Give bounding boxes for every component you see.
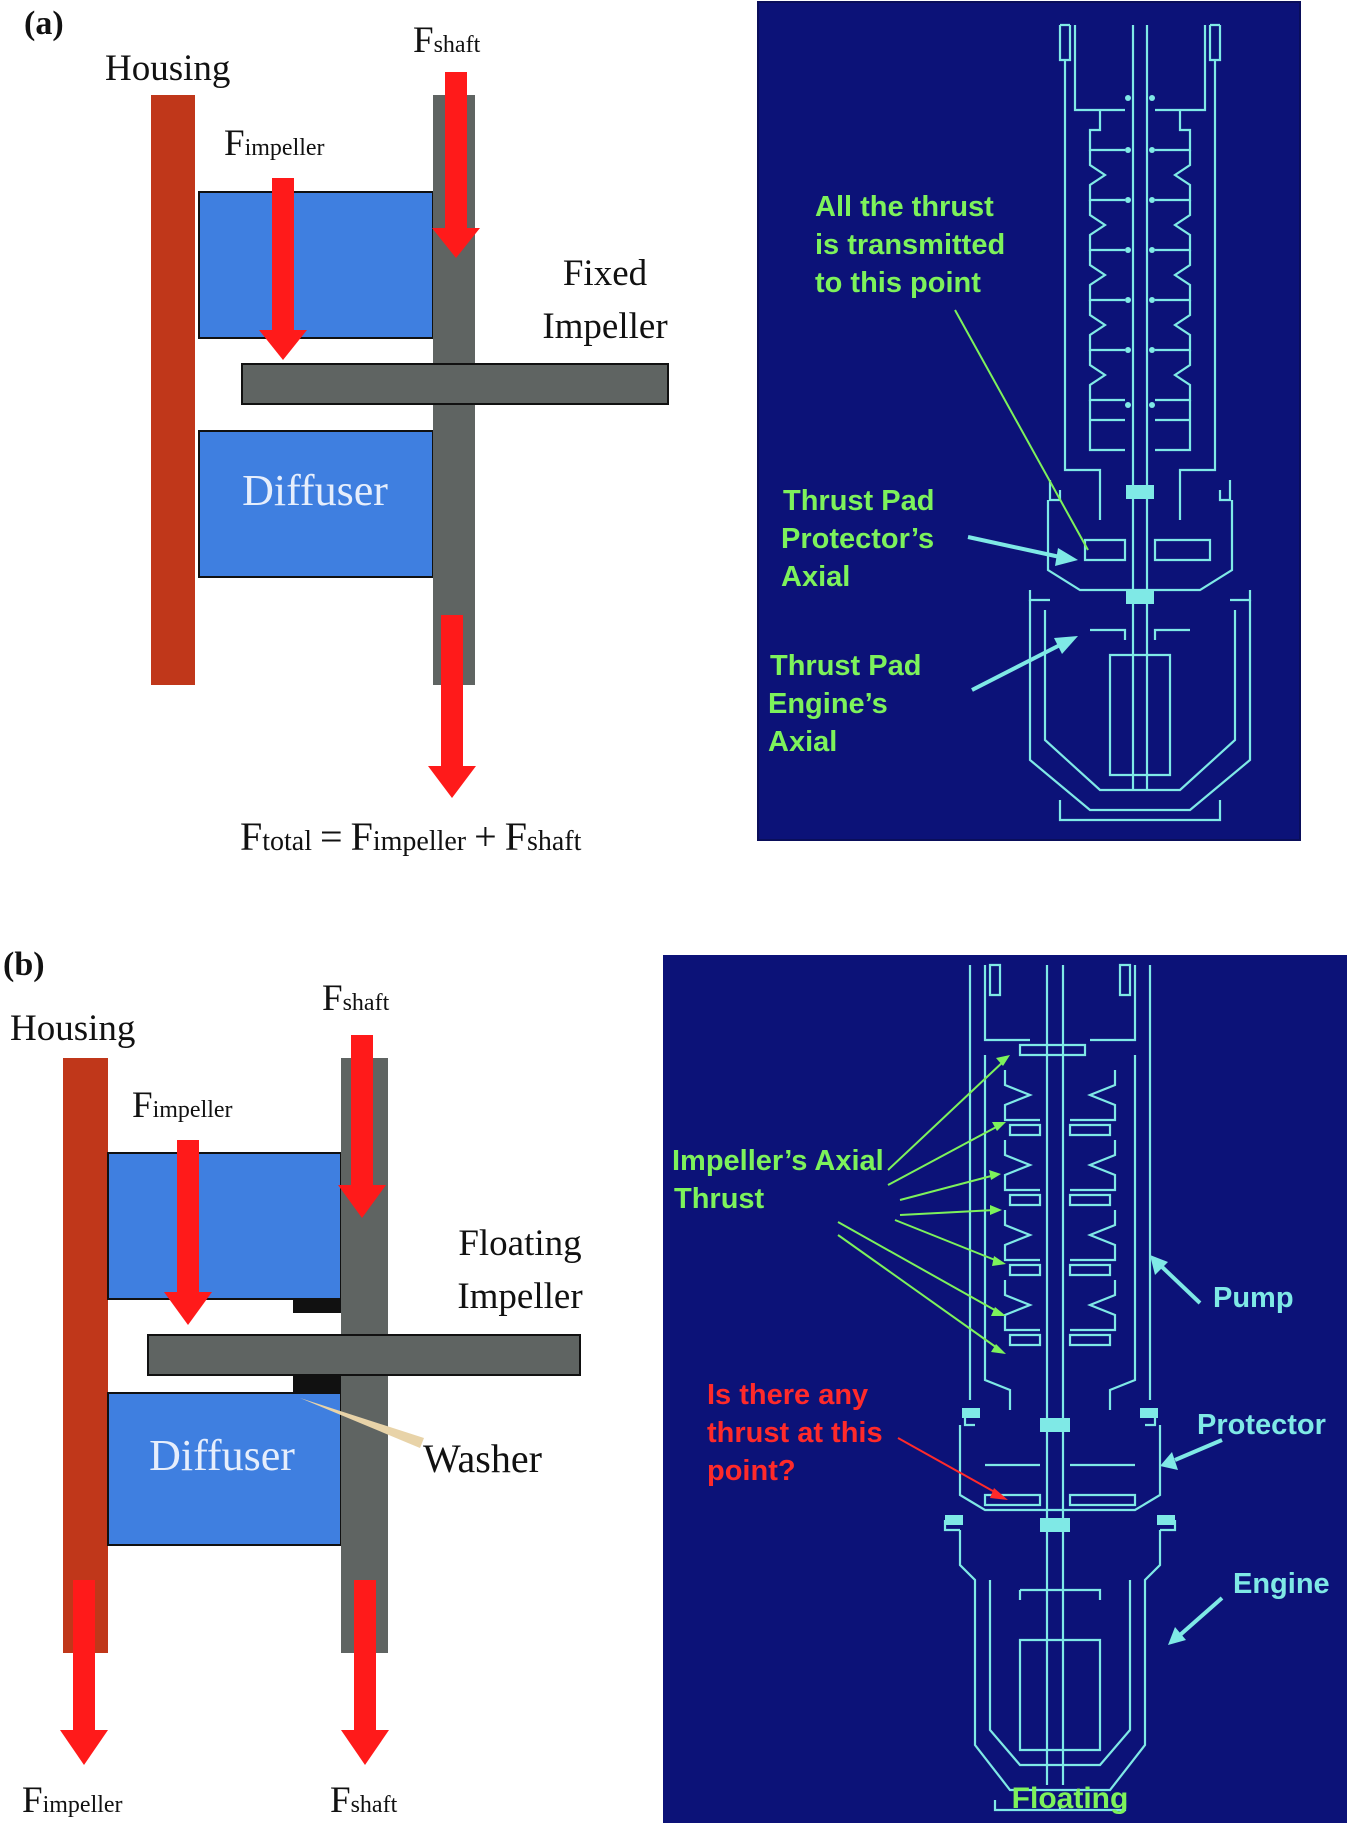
question-arrow: [897, 1437, 1008, 1500]
impeller-block: [198, 191, 434, 339]
impeller-label-line1: Floating: [458, 1223, 581, 1264]
arrow-f-impeller: [164, 1140, 212, 1325]
impeller-block: [107, 1152, 342, 1300]
washer-top: [293, 1299, 341, 1313]
f-shaft-label: Fshaft: [322, 978, 390, 1019]
housing-label: Housing: [10, 1008, 135, 1049]
diffuser-block: [198, 430, 434, 578]
f-impeller-label: Fimpeller: [132, 1085, 233, 1126]
callout-thrust-point: All the thrust is transmitted to this po…: [815, 191, 1013, 299]
bearing-dots-a: [1125, 95, 1155, 604]
f-shaft-bottom-label: Fshaft: [330, 1780, 398, 1821]
washer-bottom: [293, 1375, 341, 1393]
housing-bar: [151, 95, 195, 685]
diffuser-label: Diffuser: [242, 466, 388, 515]
callout-arrows-a-cyan: [967, 535, 1078, 692]
arrow-f-total: [428, 615, 476, 798]
callout-engine-axial: Thrust Pad Engine’s Axial: [768, 650, 930, 758]
diffuser-block: [107, 1392, 342, 1546]
arrow-f-impeller-bottom: [60, 1580, 108, 1765]
f-impeller-label: Fimpeller: [224, 123, 325, 164]
impeller-plate: [241, 363, 669, 405]
housing-label: Housing: [105, 48, 230, 89]
washer-leader: [300, 1398, 424, 1448]
impeller-label-line2: Impeller: [542, 306, 667, 347]
panel-a: (a) Housing Diffuser Fixed Impeller Fsha…: [24, 1, 1301, 859]
diffuser-label: Diffuser: [149, 1431, 295, 1480]
label-protector: Protector: [1197, 1409, 1326, 1441]
impeller-plate: [147, 1334, 581, 1376]
caption-floating: Floating: [1012, 1782, 1129, 1815]
arrow-f-impeller: [259, 178, 307, 360]
housing-bar: [63, 1058, 108, 1653]
label-engine: Engine: [1233, 1568, 1330, 1600]
pump-schematic-b: [943, 963, 1177, 1812]
impeller-label-line1: Fixed: [563, 253, 648, 294]
label-arrows-b: [1150, 1255, 1224, 1645]
f-shaft-label: Fshaft: [413, 20, 481, 61]
pump-schematic-a: [1028, 23, 1252, 822]
bearing-blocks-b: [945, 1408, 1175, 1532]
impeller-thrust-arrows: [837, 1055, 1010, 1354]
callout-impeller-thrust: Impeller’s Axial Thrust: [672, 1145, 892, 1215]
arrow-f-shaft-bottom: [341, 1580, 389, 1765]
panel-b: (b) Housing Diffuser Floating Impeller W…: [3, 946, 1347, 1823]
label-pump: Pump: [1213, 1282, 1294, 1314]
f-impeller-bottom-label: Fimpeller: [22, 1780, 123, 1821]
panel-b-tag: (b): [3, 946, 45, 983]
panel-a-tag: (a): [24, 5, 64, 42]
arrow-f-shaft: [338, 1035, 386, 1218]
callout-protector-axial: Thrust Pad Protector’s Axial: [781, 485, 943, 593]
arrow-f-shaft: [432, 72, 480, 258]
impeller-label-line2: Impeller: [457, 1276, 582, 1317]
washer-label: Washer: [423, 1436, 542, 1481]
callout-arrows-a: [954, 309, 1089, 551]
callout-question: Is there any thrust at this point?: [707, 1379, 891, 1487]
equation: Ftotal=Fimpeller+Fshaft: [240, 814, 582, 859]
